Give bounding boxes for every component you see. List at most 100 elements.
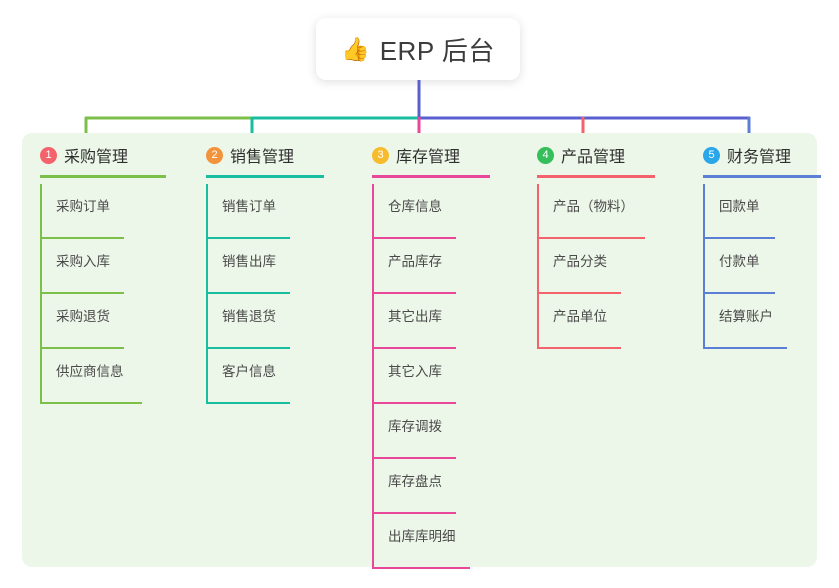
module-item-label: 采购订单: [56, 199, 110, 214]
module-item-rule: [206, 402, 290, 404]
module-column-2: 2 销售管理销售订单销售出库销售退货客户信息: [190, 140, 324, 404]
module-item[interactable]: 结算账户: [687, 294, 791, 349]
module-item-label: 付款单: [719, 254, 760, 269]
column-header-rule: [40, 175, 166, 178]
module-item-rule: [703, 237, 775, 239]
module-item-rule: [372, 402, 456, 404]
column-header-rule: [703, 175, 821, 178]
root-node-content: 👍 ERP 后台: [341, 31, 495, 68]
module-item-rule: [40, 347, 124, 349]
column-title-1: 采购管理: [64, 149, 129, 166]
module-item-label: 客户信息: [222, 364, 276, 379]
module-item-rule: [537, 237, 645, 239]
column-items: 仓库信息产品库存其它出库其它入库库存调拨库存盘点出库库明细: [356, 184, 470, 569]
module-item-rule: [372, 512, 456, 514]
module-item[interactable]: 仓库信息: [356, 184, 460, 239]
module-item-label: 其它入库: [388, 364, 442, 379]
module-item[interactable]: 产品库存: [356, 239, 460, 294]
module-item-rule: [703, 292, 775, 294]
module-item-label: 产品库存: [388, 254, 442, 269]
column-spine: [703, 184, 705, 349]
module-item[interactable]: 产品单位: [521, 294, 625, 349]
column-items: 销售订单销售出库销售退货客户信息: [190, 184, 294, 404]
column-spine: [206, 184, 208, 404]
module-item-label: 回款单: [719, 199, 760, 214]
module-item[interactable]: 采购入库: [24, 239, 128, 294]
column-header-5[interactable]: 5 财务管理: [687, 140, 821, 180]
module-item-label: 其它出库: [388, 309, 442, 324]
column-header-row: 3 库存管理: [356, 140, 460, 170]
module-item[interactable]: 供应商信息: [24, 349, 142, 404]
module-column-5: 5 财务管理回款单付款单结算账户: [687, 140, 821, 349]
column-header-row: 5 财务管理: [687, 140, 791, 170]
module-item[interactable]: 销售退货: [190, 294, 294, 349]
module-item-label: 库存盘点: [388, 474, 442, 489]
module-item-label: 仓库信息: [388, 199, 442, 214]
module-item-label: 产品（物料）: [553, 199, 634, 214]
module-item-label: 结算账户: [719, 309, 773, 324]
modules-panel: [22, 133, 817, 567]
root-node[interactable]: 👍 ERP 后台: [316, 18, 520, 80]
module-item-label: 采购退货: [56, 309, 110, 324]
module-item[interactable]: 库存调拨: [356, 404, 460, 459]
column-badge-3: 3: [372, 146, 389, 164]
module-item-label: 出库库明细: [388, 529, 456, 544]
module-item-rule: [40, 402, 142, 404]
module-item[interactable]: 库存盘点: [356, 459, 460, 514]
module-item-label: 库存调拨: [388, 419, 442, 434]
module-item[interactable]: 采购退货: [24, 294, 128, 349]
column-title-2: 销售管理: [230, 149, 295, 166]
module-item-rule: [372, 237, 456, 239]
module-item[interactable]: 付款单: [687, 239, 791, 294]
module-item[interactable]: 销售出库: [190, 239, 294, 294]
module-item-rule: [537, 347, 621, 349]
column-header-4[interactable]: 4 产品管理: [521, 140, 655, 180]
module-item[interactable]: 产品（物料）: [521, 184, 645, 239]
column-spine: [537, 184, 539, 349]
module-column-4: 4 产品管理产品（物料） 产品分类产品单位: [521, 140, 655, 349]
module-item-rule: [372, 292, 456, 294]
column-header-row: 2 销售管理: [190, 140, 294, 170]
column-title-3: 库存管理: [396, 149, 461, 166]
column-spine: [372, 184, 374, 569]
module-item-rule: [703, 347, 787, 349]
module-item[interactable]: 产品分类: [521, 239, 625, 294]
module-item[interactable]: 销售订单: [190, 184, 294, 239]
module-item-label: 产品单位: [553, 309, 607, 324]
module-item[interactable]: 其它出库: [356, 294, 460, 349]
column-header-rule: [206, 175, 324, 178]
column-title-5: 财务管理: [727, 149, 792, 166]
column-header-3[interactable]: 3 库存管理: [356, 140, 490, 180]
module-item[interactable]: 回款单: [687, 184, 791, 239]
module-item-rule: [40, 292, 124, 294]
module-item-label: 采购入库: [56, 254, 110, 269]
column-header-rule: [372, 175, 490, 178]
column-header-row: 4 产品管理: [521, 140, 625, 170]
module-item-rule: [206, 347, 290, 349]
module-item[interactable]: 其它入库: [356, 349, 460, 404]
column-items: 采购订单采购入库采购退货供应商信息: [24, 184, 142, 404]
module-item[interactable]: 客户信息: [190, 349, 294, 404]
module-item-rule: [537, 292, 621, 294]
column-badge-5: 5: [703, 146, 720, 164]
module-item-label: 供应商信息: [56, 364, 124, 379]
module-item-label: 销售退货: [222, 309, 276, 324]
column-header-2[interactable]: 2 销售管理: [190, 140, 324, 180]
root-title: ERP 后台: [379, 35, 495, 66]
column-items: 回款单付款单结算账户: [687, 184, 791, 349]
module-item[interactable]: 采购订单: [24, 184, 128, 239]
thumbs-up-icon: 👍: [341, 35, 370, 62]
column-badge-4: 4: [537, 146, 554, 164]
module-item-label: 产品分类: [553, 254, 607, 269]
column-items: 产品（物料） 产品分类产品单位: [521, 184, 645, 349]
column-title-4: 产品管理: [561, 149, 626, 166]
module-item[interactable]: 出库库明细: [356, 514, 470, 569]
module-item-rule: [206, 292, 290, 294]
column-header-rule: [537, 175, 655, 178]
module-item-rule: [372, 347, 456, 349]
column-badge-2: 2: [206, 146, 223, 164]
